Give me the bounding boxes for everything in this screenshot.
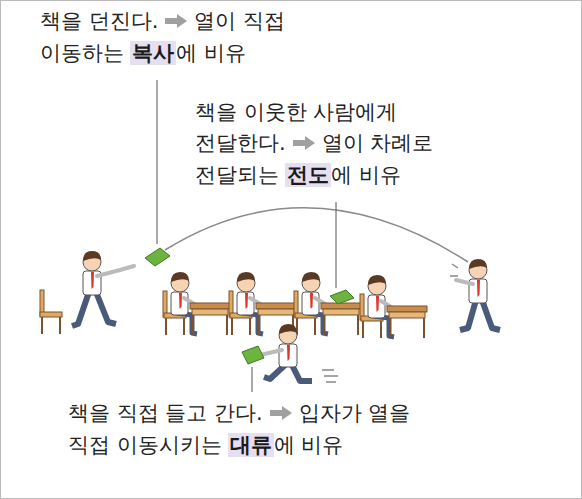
running-student — [260, 324, 312, 381]
callout-text: 책을 직접 들고 간다. — [68, 401, 263, 425]
student-shirt — [279, 344, 297, 367]
catching-student — [456, 259, 500, 330]
student-legs — [460, 300, 476, 330]
callout-text: 에 비유 — [331, 163, 401, 187]
throw-arc — [165, 208, 468, 262]
key-term: 복사 — [130, 41, 176, 65]
student-hair — [279, 324, 297, 334]
student-hair — [83, 251, 101, 261]
arrow-icon — [164, 13, 188, 29]
seated-student — [229, 272, 296, 335]
student-arm — [260, 350, 282, 355]
callout-text: 에 비유 — [176, 41, 246, 65]
arrow-icon — [292, 135, 316, 151]
callout-text: 에 비유 — [274, 433, 344, 457]
seated-student — [360, 275, 427, 338]
callout-text: 책을 던진다. — [40, 9, 158, 33]
chair-seat — [40, 312, 62, 317]
chair-leg — [41, 317, 43, 334]
arrow-icon — [269, 399, 293, 430]
student-legs — [72, 292, 89, 326]
passed-book — [330, 290, 354, 304]
student-tie — [91, 272, 94, 289]
throwing-student — [72, 251, 134, 326]
thrown-book — [145, 248, 170, 266]
callout-text: 책을 이웃한 사람에게 전달한다.열이 차례로 전달되는전도에 비유 — [195, 97, 485, 191]
callout-text: 책을 던진다.열이 직접 이동하는복사에 비유 — [40, 6, 340, 69]
arrow-icon — [270, 406, 292, 420]
leader-line — [252, 367, 253, 392]
arrow-icon — [292, 129, 316, 160]
arrow-icon — [165, 14, 187, 28]
seated-student — [163, 272, 230, 335]
carried-book — [242, 346, 264, 364]
empty-chair — [40, 290, 62, 334]
arrow-icon — [164, 7, 188, 38]
arrow-icon — [269, 405, 293, 421]
student-legs — [482, 300, 500, 330]
callout-text: 책을 직접 들고 간다.입자가 열을 직접 이동시키는대류에 비유 — [68, 398, 448, 461]
motion-lines — [450, 264, 458, 276]
motion-lines — [322, 370, 338, 382]
student-tie — [287, 345, 290, 361]
student-arm — [456, 280, 473, 284]
leader-line — [157, 80, 158, 244]
seated-student — [294, 272, 361, 335]
chair-leg — [59, 317, 61, 334]
key-term: 대류 — [228, 433, 274, 457]
student-hair — [469, 259, 487, 269]
leader-line — [336, 202, 337, 288]
student-legs — [96, 292, 116, 324]
student-arm — [97, 266, 134, 276]
arrow-icon — [293, 136, 315, 150]
student-tie — [477, 280, 480, 297]
key-term: 전도 — [285, 163, 331, 187]
